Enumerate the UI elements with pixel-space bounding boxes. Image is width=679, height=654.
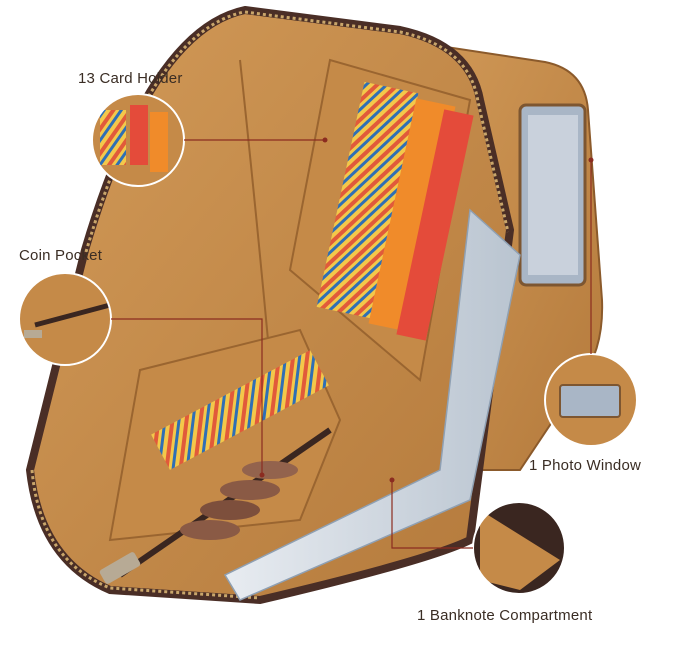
callout-photo-window [544,157,638,447]
banknotes [223,208,521,601]
card-3 [396,109,474,341]
card-holder-label: 13 Card Holder [78,70,183,87]
banknote-compartment-label: 1 Banknote Compartment [417,607,593,624]
callout-banknote [389,477,566,595]
callout-card-holder [91,93,328,187]
photo-window-label: 1 Photo Window [529,457,642,474]
card-1 [316,81,419,319]
callout-coin-pocket [18,272,265,478]
card-2 [368,98,456,332]
coin-pocket-label: Coin Pocket [19,247,103,264]
card-lower [151,350,329,470]
coins [180,461,298,540]
